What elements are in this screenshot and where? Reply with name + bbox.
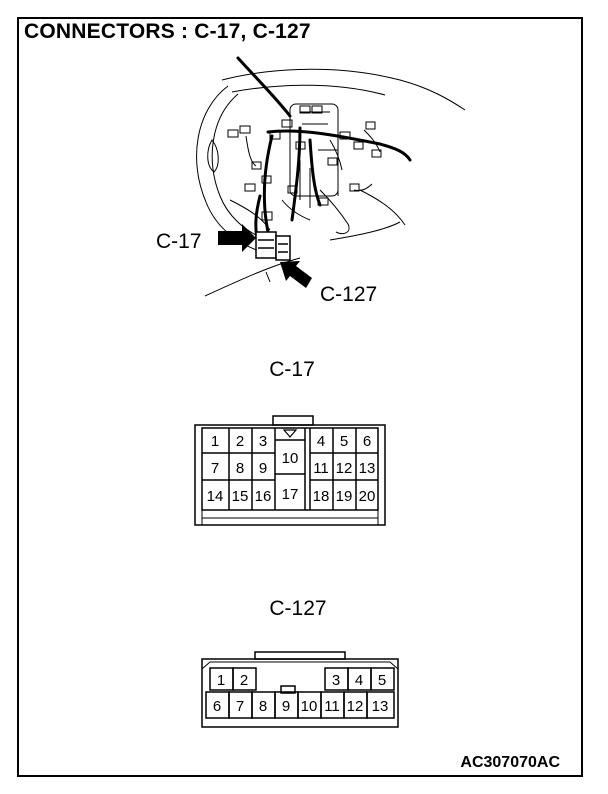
c17-pin: 11 bbox=[313, 460, 329, 477]
dashboard-illustration bbox=[196, 68, 466, 297]
c127-arrow bbox=[280, 261, 312, 288]
c127-pin: 9 bbox=[282, 698, 290, 715]
wire-harness bbox=[236, 56, 412, 258]
c17-pin-labels: 1 2 3 4 5 6 7 8 9 10 11 12 13 14 15 16 1… bbox=[207, 433, 376, 505]
c127-pin: 7 bbox=[236, 698, 244, 715]
c17-pin: 10 bbox=[282, 450, 299, 467]
c127-pin: 5 bbox=[378, 672, 386, 689]
c127-pin: 4 bbox=[355, 672, 363, 689]
c17-label: C-17 bbox=[269, 358, 315, 381]
c17-pin: 3 bbox=[259, 433, 267, 450]
c127-pin: 10 bbox=[301, 698, 318, 715]
connector-bodies bbox=[255, 231, 291, 261]
callout-c17: C-17 bbox=[156, 230, 202, 253]
c17-pin: 17 bbox=[282, 486, 299, 503]
c17-pin: 13 bbox=[359, 460, 376, 477]
c127-pin: 3 bbox=[332, 672, 340, 689]
c17-pin: 16 bbox=[255, 488, 272, 505]
c127-pin: 13 bbox=[372, 698, 389, 715]
c17-pin: 18 bbox=[313, 488, 330, 505]
c17-connector-face bbox=[194, 415, 386, 526]
c17-pin: 2 bbox=[236, 433, 244, 450]
c17-pin: 19 bbox=[336, 488, 353, 505]
leader-mark bbox=[265, 271, 271, 283]
c127-connector-face bbox=[201, 651, 399, 728]
c127-pin: 11 bbox=[324, 698, 340, 715]
c127-label: C-127 bbox=[269, 597, 326, 620]
c17-pin: 1 bbox=[211, 433, 219, 450]
figure-code: AC307070AC bbox=[460, 754, 560, 771]
c127-pin: 6 bbox=[213, 698, 221, 715]
c17-pin: 9 bbox=[259, 460, 267, 477]
page-title: CONNECTORS : C-17, C-127 bbox=[24, 20, 311, 43]
c17-pin: 7 bbox=[211, 460, 219, 477]
c127-pin-labels: 1 2 3 4 5 6 7 8 9 10 11 12 13 bbox=[213, 672, 389, 715]
c17-pin: 8 bbox=[236, 460, 244, 477]
c17-pin: 15 bbox=[232, 488, 249, 505]
c17-pin: 12 bbox=[336, 460, 353, 477]
callout-c127: C-127 bbox=[320, 283, 377, 306]
c17-pin: 6 bbox=[363, 433, 371, 450]
c127-pin: 8 bbox=[259, 698, 267, 715]
c127-pin: 2 bbox=[240, 672, 248, 689]
c17-key-icon bbox=[282, 429, 298, 438]
c17-pin: 4 bbox=[317, 433, 325, 450]
c17-pin: 20 bbox=[359, 488, 376, 505]
c127-pin: 12 bbox=[347, 698, 364, 715]
c17-pin: 5 bbox=[340, 433, 348, 450]
c17-pin: 14 bbox=[207, 488, 224, 505]
c17-arrow bbox=[218, 224, 256, 252]
c127-pin: 1 bbox=[217, 672, 225, 689]
